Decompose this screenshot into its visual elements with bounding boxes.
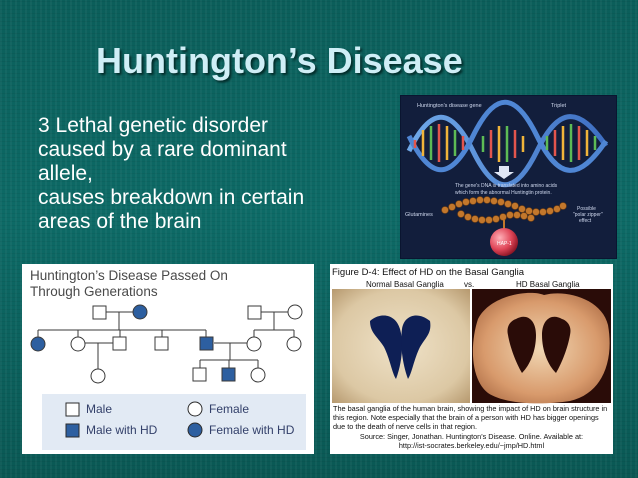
dna-caption-line-2: which form the abnormal Huntingtin prote…	[455, 190, 552, 196]
pedigree-male	[92, 305, 107, 320]
pedigree-male	[192, 367, 207, 382]
legend-symbols	[65, 401, 203, 438]
basal-source-line-2: http://ist-socrates.berkeley.edu/~jmp/HD…	[398, 441, 545, 450]
protein-label: HAP-1	[497, 241, 512, 247]
pedigree-lines	[37, 311, 295, 370]
bullet-list: 3 Lethal genetic disorder caused by a ra…	[38, 114, 368, 234]
pedigree-symbols	[30, 304, 303, 384]
female-hd-circle-icon	[187, 422, 203, 438]
legend-female-hd-label: Female with HD	[209, 423, 295, 437]
dna-strand-2	[406, 100, 609, 173]
pedigree-male-hd	[199, 336, 214, 351]
legend-male-label: Male	[86, 402, 113, 416]
pedigree-female	[246, 336, 262, 352]
pedigree-female	[287, 304, 303, 320]
pedigree-tree	[30, 304, 303, 384]
bullet-2-line-1: causes breakdown in certain	[38, 186, 305, 209]
dna-illustration: Huntington's disease gene Triplet	[405, 100, 609, 256]
dna-caption-line-1: The gene's DNA is translated into amino …	[455, 183, 558, 189]
pedigree-female	[70, 336, 86, 352]
pedigree-figure: Huntington’s Disease Passed On Through G…	[22, 264, 314, 454]
pedigree-male-hd	[221, 367, 236, 382]
basal-source-line-1: Source: Singer, Jonathan. Huntington's D…	[359, 432, 584, 441]
pedigree-title-line-1: Huntington’s Disease Passed On	[30, 268, 228, 283]
vs-label: vs.	[464, 280, 475, 289]
basal-figure-title: Figure D-4: Effect of HD on the Basal Ga…	[332, 267, 525, 278]
bullet-1-line-2: caused by a rare dominant	[38, 138, 287, 161]
pedigree-legend: Male Male with HD Female Female with HD	[42, 394, 306, 450]
male-square-icon	[65, 402, 80, 417]
gene-label: Huntington's disease gene	[417, 103, 482, 109]
triplet-label: Triplet	[551, 103, 567, 109]
dna-strand-1	[406, 114, 609, 187]
pedigree-male	[247, 305, 262, 320]
hd-brain-photo	[472, 292, 610, 404]
male-hd-square-icon	[65, 423, 80, 438]
female-circle-icon	[187, 401, 203, 417]
protein-ball	[490, 228, 518, 256]
slide-title: Huntington’s Disease	[96, 40, 463, 81]
basal-source: Source: Singer, Jonathan. Huntington's D…	[330, 432, 613, 450]
pedigree-female	[250, 367, 266, 383]
effect-label-line-3: effect	[579, 218, 592, 224]
bullet-1-line-1: 3 Lethal genetic disorder	[38, 114, 268, 137]
basal-ganglia-figure: Figure D-4: Effect of HD on the Basal Ga…	[330, 264, 613, 454]
basal-caption: The basal ganglia of the human brain, sh…	[333, 404, 608, 431]
glutamine-chain	[441, 196, 567, 224]
bullet-item-1: 3 Lethal genetic disorder caused by a ra…	[38, 114, 368, 186]
pedigree-female-hd	[132, 304, 148, 320]
hd-ventricle-left	[507, 316, 536, 373]
effect-label-line-2: "polar zipper"	[573, 212, 603, 218]
pedigree-male	[112, 336, 127, 351]
bullet-2-line-2: areas of the brain	[38, 210, 202, 233]
pedigree-male	[154, 336, 169, 351]
arrow-down-icon	[494, 166, 514, 179]
pedigree-female-hd	[30, 336, 46, 352]
hd-basal-label: HD Basal Ganglia	[516, 280, 580, 289]
glutamines-label: Glutamines	[405, 212, 433, 218]
effect-label-line-1: Possible	[577, 206, 596, 212]
normal-basal-label: Normal Basal Ganglia	[366, 280, 444, 289]
normal-ventricle-left	[370, 315, 403, 379]
normal-ventricle-right	[401, 315, 431, 379]
bullet-item-2: causes breakdown in certain areas of the…	[38, 186, 368, 234]
pedigree-female	[90, 368, 106, 384]
pedigree-title: Huntington’s Disease Passed On Through G…	[30, 268, 228, 300]
legend-female-label: Female	[209, 402, 250, 416]
dna-figure: Huntington's disease gene Triplet	[400, 95, 617, 259]
pedigree-female	[286, 336, 302, 352]
dna-base-pairs	[413, 124, 597, 162]
pedigree-title-line-2: Through Generations	[30, 284, 158, 299]
legend-male-hd-label: Male with HD	[86, 423, 158, 437]
brain-photos	[332, 289, 611, 404]
hd-ventricle-right	[542, 316, 571, 373]
bullet-1-line-3: allele,	[38, 162, 93, 185]
